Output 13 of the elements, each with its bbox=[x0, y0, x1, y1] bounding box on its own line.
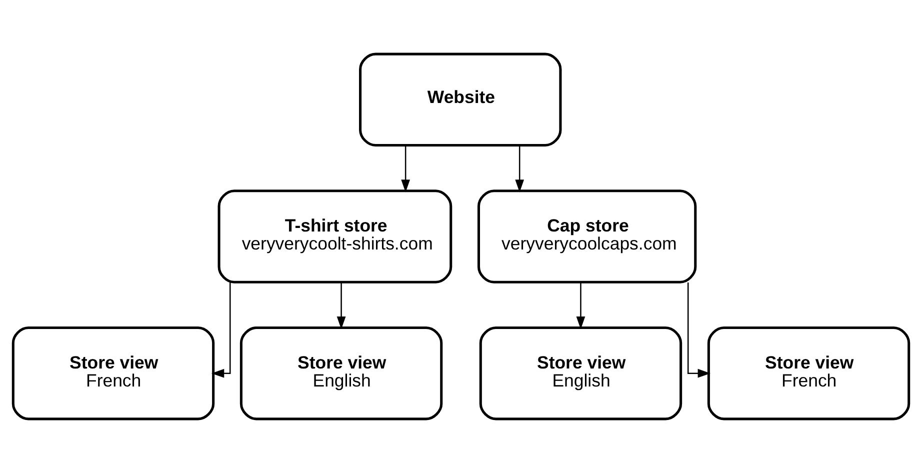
node-box: Cap store veryverycoolcaps.com bbox=[477, 189, 697, 283]
arrow bbox=[211, 282, 231, 378]
arrow bbox=[401, 145, 410, 192]
node-box: Website bbox=[359, 52, 562, 146]
node-box: Store view English bbox=[479, 326, 682, 420]
arrow bbox=[336, 282, 346, 329]
arrow bbox=[687, 282, 710, 378]
arrow bbox=[576, 282, 586, 329]
node-box: Store view French bbox=[707, 326, 910, 420]
node-box: Store view English bbox=[240, 326, 443, 420]
node-box: T-shirt store veryverycoolt-shirts.com bbox=[218, 189, 452, 283]
arrow bbox=[515, 145, 524, 192]
node-box: Store view French bbox=[12, 326, 215, 420]
